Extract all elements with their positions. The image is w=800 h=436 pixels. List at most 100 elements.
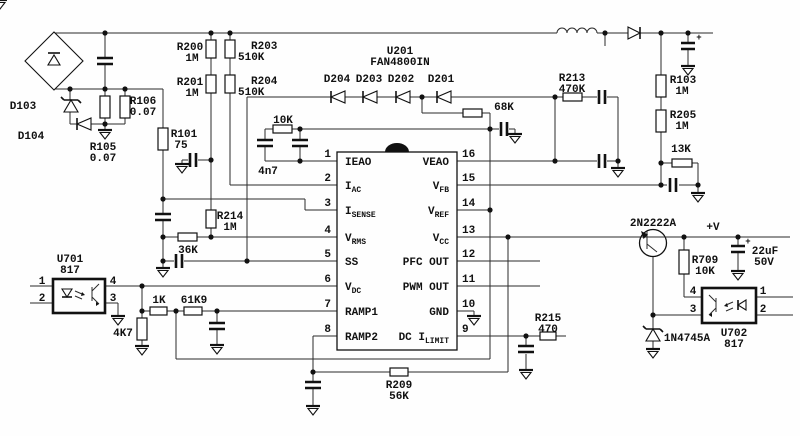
label-36k: 36K <box>178 245 198 257</box>
label-r203v: 510K <box>238 52 265 64</box>
opto-pin: 2 <box>760 304 767 316</box>
opto-transistor-icon <box>91 283 100 306</box>
label-4n7: 4n7 <box>258 166 278 178</box>
opto-pin: 4 <box>690 286 697 298</box>
label-r205: R205 <box>670 110 697 122</box>
label-d103: D103 <box>10 101 37 113</box>
label-68k: 68K <box>494 102 514 114</box>
d204-diode-icon <box>329 90 346 104</box>
label-r101: R101 <box>171 129 198 141</box>
label-r105: R105 <box>90 142 117 154</box>
label-d204: D204 <box>324 74 351 86</box>
label-r213: R213 <box>559 73 586 85</box>
pin-num: 11 <box>462 274 476 286</box>
opto-pin: 3 <box>110 293 117 305</box>
d104-diode-icon <box>75 117 92 131</box>
label-1k: 1K <box>152 295 166 307</box>
pin-name: GND <box>429 307 449 319</box>
zener-1n4745a-icon <box>642 325 664 342</box>
pin-num: 3 <box>324 198 331 210</box>
label-vplus: +V <box>706 222 720 234</box>
label-d201: D201 <box>428 74 455 86</box>
diodes <box>24 26 664 342</box>
opto-pin: 3 <box>690 304 697 316</box>
pin-num: 6 <box>324 274 331 286</box>
label-d104: D104 <box>18 131 45 143</box>
label-r209v: 56K <box>389 391 409 403</box>
pin-name: VFB <box>433 181 449 195</box>
label-d203: D203 <box>356 74 383 86</box>
d202-diode-icon <box>394 90 411 104</box>
label-r213v: 470K <box>559 84 586 96</box>
label-r214: R214 <box>217 211 244 223</box>
pin-name: VEAO <box>423 157 450 169</box>
pin-name: VREF <box>428 206 449 220</box>
label-r105v: 0.07 <box>90 153 116 165</box>
pin-name: RAMP2 <box>345 332 378 344</box>
pin-num: 12 <box>462 249 475 261</box>
opto-pin: 1 <box>39 276 46 288</box>
ground-symbols <box>0 0 747 417</box>
opto-u702: U702 817 4 3 1 2 <box>690 286 767 351</box>
pin-num: 2 <box>324 173 331 185</box>
label-r103: R103 <box>670 75 697 87</box>
label-r201v: 1M <box>185 88 199 100</box>
label-2n2222a: 2N2222A <box>630 218 677 230</box>
opto-pin: 1 <box>760 286 767 298</box>
transistor-2n2222a-icon <box>638 228 668 258</box>
opto-pin: 4 <box>110 276 117 288</box>
pin-num: 4 <box>324 225 331 237</box>
label-r106v: 0.07 <box>130 107 156 119</box>
opto-pin: 2 <box>39 293 46 305</box>
resistors <box>99 39 693 377</box>
label-r204v: 510K <box>238 87 265 99</box>
pin-name: SS <box>345 257 359 269</box>
opto-ref: U702 <box>721 328 747 340</box>
pin-name: IAC <box>345 181 361 195</box>
label-r204: R204 <box>251 76 278 88</box>
label-r709v: 10K <box>695 266 715 278</box>
pin-name: VRMS <box>345 233 366 247</box>
polarity-plus: + <box>745 237 750 247</box>
pin-num: 5 <box>324 249 331 261</box>
pin-num: 13 <box>462 225 476 237</box>
ic-u201: U201 FAN4800IN 1 2 3 4 5 6 7 8 16 15 14 … <box>324 46 476 351</box>
label-r215: R215 <box>535 313 562 325</box>
pin-num: 15 <box>462 173 476 185</box>
pin-num: 1 <box>324 149 331 161</box>
label-r203: R203 <box>251 41 278 53</box>
pin-name: PWM OUT <box>403 282 450 294</box>
opto-part: 817 <box>60 265 80 277</box>
junction-dots <box>67 30 741 375</box>
pin-name: DC ILIMIT <box>399 332 450 346</box>
bridge-rectifier-icon <box>24 31 84 91</box>
label-r200: R200 <box>177 42 203 54</box>
label-50v: 50V <box>754 257 774 269</box>
label-r205v: 1M <box>675 121 689 133</box>
capacitors <box>97 41 745 390</box>
label-r103v: 1M <box>675 86 689 98</box>
label-r101v: 75 <box>174 140 188 152</box>
label-1n4745a: 1N4745A <box>664 333 711 345</box>
polarity-plus: + <box>696 33 701 43</box>
label-r209: R209 <box>386 380 412 392</box>
ic-ref: U201 <box>387 46 414 58</box>
pin-name: RAMP1 <box>345 307 378 319</box>
boost-diode-icon <box>627 26 642 40</box>
opto-part: 817 <box>724 339 744 351</box>
pin-num: 7 <box>324 299 331 311</box>
opto-u701: U701 817 1 2 4 3 <box>39 254 117 315</box>
d103-zener-icon <box>60 96 82 113</box>
label-10k: 10K <box>273 115 293 127</box>
d203-diode-icon <box>361 90 378 104</box>
pin-name: IEAO <box>345 157 372 169</box>
label-22uf: 22uF <box>752 246 778 258</box>
pin-num: 9 <box>462 324 469 336</box>
component-labels: D103 D104 R105 0.07 R106 0.07 R101 75 R2… <box>10 33 778 403</box>
pin-name: PFC OUT <box>403 257 450 269</box>
inductor-icon <box>556 27 598 34</box>
pin-num: 14 <box>462 198 476 210</box>
label-r200v: 1M <box>185 53 199 65</box>
